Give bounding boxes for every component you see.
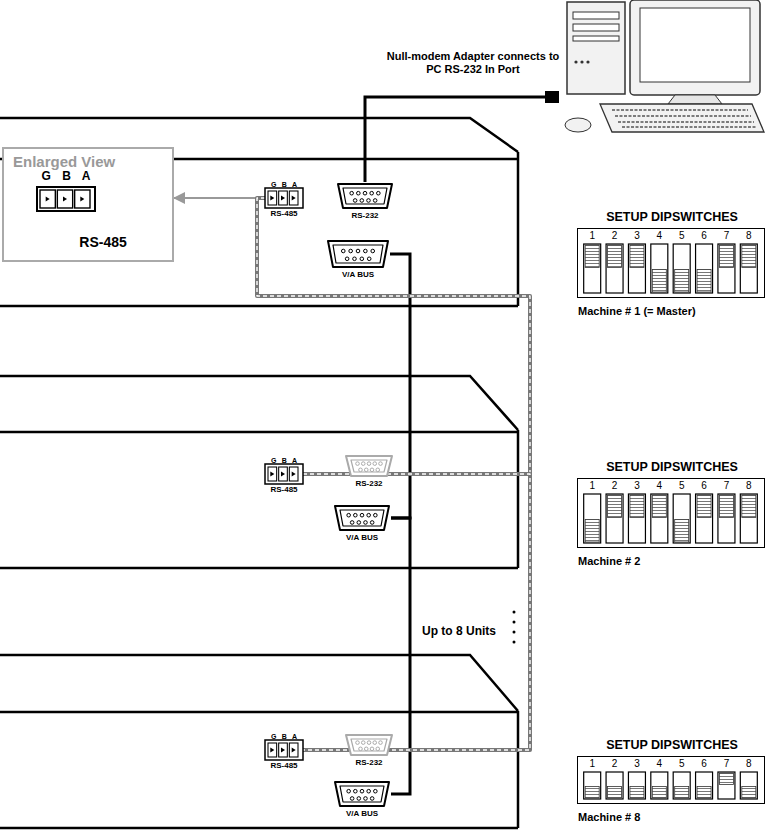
- rs485-twisted-pair: [257, 198, 530, 474]
- enlarged-view-box: Enlarged ViewG B A RS-485: [2, 147, 174, 262]
- cable-twist: [257, 198, 530, 474]
- cable-line: [390, 254, 410, 518]
- db9-connector: RS-232: [336, 182, 394, 210]
- dipswitch-bank: [578, 757, 763, 802]
- switch-number: 6: [693, 230, 715, 241]
- switch-number: 6: [693, 758, 715, 769]
- null-modem-cable: [365, 91, 559, 182]
- switch-number: 2: [603, 480, 625, 491]
- switch-number: 4: [648, 230, 670, 241]
- switch-number: 5: [671, 480, 693, 491]
- va-bus-cable: [390, 254, 410, 518]
- pin-names: G B A: [265, 457, 303, 464]
- db9-connector: V/A BUS: [333, 780, 391, 808]
- panel-heading: SETUP DIPSWITCHES: [574, 460, 767, 474]
- db9-connector: V/A BUS: [326, 239, 390, 269]
- db9-connector-symbol: [344, 733, 394, 757]
- switch-number: 1: [581, 230, 603, 241]
- cable-note: Null-modem Adapter connects to PC RS-232…: [383, 50, 563, 76]
- switch-number: 3: [626, 230, 648, 241]
- dipswitch-panel: SETUP DIPSWITCHES12345678Machine # 1 (= …: [577, 228, 765, 298]
- switch-number: 1: [581, 480, 603, 491]
- switch-number: 7: [715, 480, 737, 491]
- pin-names: G B A: [37, 169, 95, 183]
- db9-connector-symbol: [344, 454, 394, 478]
- rs485-terminal: G B ARS-485: [265, 740, 303, 760]
- terminal-block-symbol: [35, 185, 97, 213]
- port-label: RS-485: [255, 761, 313, 770]
- switch-number: 8: [738, 480, 760, 491]
- machine-caption: Machine # 1 (= Master): [578, 305, 696, 317]
- terminal-block-symbol: [263, 462, 305, 486]
- port-label: RS-485: [255, 485, 313, 494]
- dipswitch-panel: SETUP DIPSWITCHES12345678Machine # 8: [577, 756, 765, 804]
- switch-number: 7: [715, 758, 737, 769]
- port-name: RS-485: [4, 234, 172, 250]
- switch-number: 7: [715, 230, 737, 241]
- switch-number: 5: [671, 758, 693, 769]
- port-label: RS-232: [334, 758, 404, 767]
- db9-connector-symbol: [336, 182, 394, 210]
- switch-number: 8: [738, 230, 760, 241]
- dipswitch-bank: [578, 479, 763, 546]
- terminal-block-symbol: [263, 738, 305, 762]
- continuation-dots: [513, 611, 516, 644]
- rs485-twisted-pair: [303, 474, 530, 750]
- switch-number: 8: [738, 758, 760, 769]
- db9-connector: RS-232: [344, 454, 394, 478]
- port-label: RS-485: [255, 209, 313, 218]
- va-bus-cable: [391, 518, 410, 794]
- terminal-block-symbol: [263, 186, 305, 210]
- panel-heading: SETUP DIPSWITCHES: [574, 210, 767, 224]
- db9-connector: V/A BUS: [333, 504, 391, 532]
- cable-twist: [303, 474, 530, 750]
- switch-number: 3: [626, 758, 648, 769]
- port-label: RS-232: [326, 211, 404, 220]
- switch-number: 2: [603, 758, 625, 769]
- switch-number: 2: [603, 230, 625, 241]
- port-label: RS-232: [334, 479, 404, 488]
- db9-connector-symbol: [333, 780, 391, 808]
- switch-number: 4: [648, 758, 670, 769]
- port-label: V/A BUS: [316, 270, 400, 279]
- switch-number: 1: [581, 758, 603, 769]
- cable-line: [303, 474, 530, 750]
- rs485-terminal: G B ARS-485: [265, 464, 303, 484]
- leader-arrow: [174, 198, 265, 199]
- pin-names: G B A: [265, 181, 303, 188]
- db9-connector-symbol: [326, 239, 390, 269]
- cable-line: [391, 518, 410, 794]
- pc-computer: [565, 0, 764, 132]
- machine-caption: Machine # 2: [578, 555, 640, 567]
- dipswitch-bank: [578, 229, 763, 296]
- switch-number: 6: [693, 480, 715, 491]
- unit-count-note: Up to 8 Units: [420, 624, 498, 638]
- arrow-line: [174, 197, 265, 199]
- pin-names: G B A: [265, 733, 303, 740]
- dipswitch-panel: SETUP DIPSWITCHES12345678Machine # 2: [577, 478, 765, 548]
- switch-number: 5: [671, 230, 693, 241]
- rs485-terminal: G B ARS-485: [265, 188, 303, 208]
- machine-caption: Machine # 8: [578, 811, 640, 823]
- db9-connector-symbol: [333, 504, 391, 532]
- db9-connector: RS-232: [344, 733, 394, 757]
- switch-number: 4: [648, 480, 670, 491]
- cable-line: [257, 198, 530, 474]
- port-label: V/A BUS: [323, 533, 401, 542]
- port-label: V/A BUS: [323, 809, 401, 818]
- panel-heading: SETUP DIPSWITCHES: [574, 738, 767, 752]
- view-title: Enlarged View: [13, 153, 115, 170]
- switch-number: 3: [626, 480, 648, 491]
